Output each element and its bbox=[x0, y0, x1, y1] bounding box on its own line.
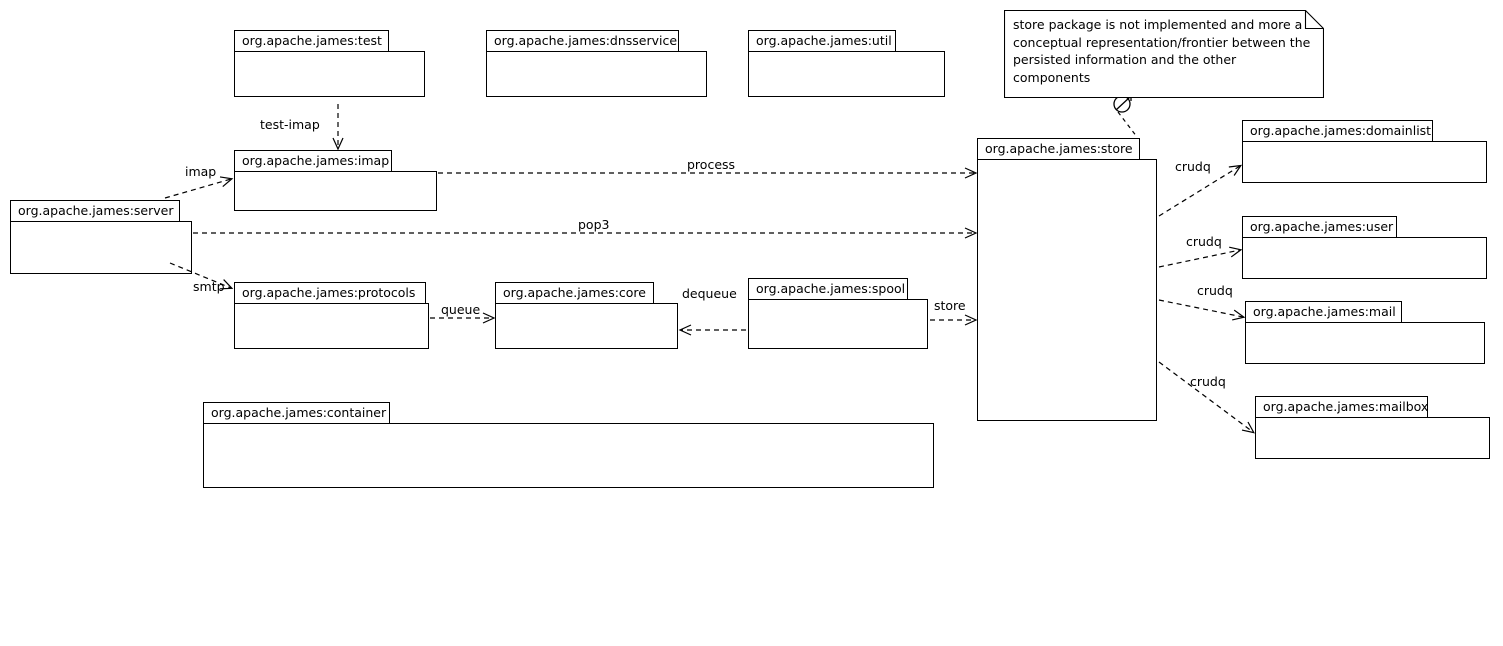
package-tab: org.apache.james:core bbox=[495, 282, 654, 304]
package-spool[interactable]: org.apache.james:spool bbox=[748, 278, 928, 350]
package-body bbox=[203, 423, 934, 488]
package-body bbox=[748, 51, 945, 97]
edge-store-to-mailbox bbox=[1158, 361, 1255, 434]
package-imap[interactable]: org.apache.james:imap bbox=[234, 150, 437, 212]
edge-store-to-user bbox=[1158, 246, 1243, 268]
package-tab: org.apache.james:store bbox=[977, 138, 1140, 160]
package-core[interactable]: org.apache.james:core bbox=[495, 282, 678, 350]
package-body bbox=[1255, 417, 1490, 459]
package-test[interactable]: org.apache.james:test bbox=[234, 30, 425, 98]
edge-label-crudq-user: crudq bbox=[1186, 234, 1222, 249]
package-tab: org.apache.james:imap bbox=[234, 150, 392, 172]
package-util[interactable]: org.apache.james:util bbox=[748, 30, 945, 98]
package-label: org.apache.james:dnsservice bbox=[494, 32, 678, 48]
package-mailbox[interactable]: org.apache.james:mailbox bbox=[1255, 396, 1490, 460]
package-body bbox=[1245, 322, 1485, 364]
package-mail[interactable]: org.apache.james:mail bbox=[1245, 301, 1485, 365]
package-label: org.apache.james:server bbox=[18, 202, 174, 218]
edge-label-dequeue: dequeue bbox=[682, 286, 737, 301]
package-dnsservice[interactable]: org.apache.james:dnsservice bbox=[486, 30, 707, 98]
package-tab: org.apache.james:dnsservice bbox=[486, 30, 679, 52]
package-body bbox=[1242, 141, 1487, 183]
package-body bbox=[10, 221, 192, 274]
package-label: org.apache.james:protocols bbox=[242, 284, 416, 300]
package-tab: org.apache.james:util bbox=[748, 30, 896, 52]
package-body bbox=[748, 299, 928, 349]
edge-label-crudq-mail: crudq bbox=[1197, 283, 1233, 298]
package-label: org.apache.james:spool bbox=[756, 280, 906, 296]
package-body bbox=[234, 51, 425, 97]
edge-note-to-store bbox=[1117, 111, 1138, 138]
package-tab: org.apache.james:protocols bbox=[234, 282, 426, 304]
package-tab: org.apache.james:test bbox=[234, 30, 389, 52]
edge-label-test-imap: test-imap bbox=[260, 117, 320, 132]
package-label: org.apache.james:test bbox=[242, 32, 382, 48]
package-label: org.apache.james:imap bbox=[242, 152, 390, 168]
package-label: org.apache.james:mailbox bbox=[1263, 398, 1429, 414]
package-label: org.apache.james:domainlist bbox=[1250, 122, 1432, 138]
edge-label-pop3: pop3 bbox=[578, 217, 610, 232]
package-server[interactable]: org.apache.james:server bbox=[10, 200, 192, 275]
package-body bbox=[495, 303, 678, 349]
package-label: org.apache.james:util bbox=[756, 32, 892, 48]
package-protocols[interactable]: org.apache.james:protocols bbox=[234, 282, 429, 350]
package-label: org.apache.james:container bbox=[211, 404, 387, 420]
package-tab: org.apache.james:mailbox bbox=[1255, 396, 1428, 418]
edge-store-to-mail bbox=[1158, 299, 1246, 321]
package-label: org.apache.james:core bbox=[503, 284, 646, 300]
package-label: org.apache.james:mail bbox=[1253, 303, 1396, 319]
note-shape-icon bbox=[1004, 10, 1324, 98]
package-body bbox=[977, 159, 1157, 421]
package-body bbox=[234, 171, 437, 211]
store-note[interactable]: store package is not implemented and mor… bbox=[1004, 10, 1324, 98]
package-tab: org.apache.james:server bbox=[10, 200, 180, 222]
note-anchor-icon bbox=[1113, 95, 1132, 113]
package-user[interactable]: org.apache.james:user bbox=[1242, 216, 1487, 280]
package-body bbox=[234, 303, 429, 349]
package-store[interactable]: org.apache.james:store bbox=[977, 138, 1157, 422]
package-body bbox=[1242, 237, 1487, 279]
package-tab: org.apache.james:user bbox=[1242, 216, 1397, 238]
edge-server-to-imap bbox=[164, 176, 234, 199]
package-label: org.apache.james:store bbox=[985, 140, 1133, 156]
package-tab: org.apache.james:container bbox=[203, 402, 390, 424]
note-text: store package is not implemented and mor… bbox=[1013, 17, 1311, 85]
edge-label-smtp: smtp bbox=[193, 279, 225, 294]
edge-label-store: store bbox=[934, 298, 966, 313]
package-tab: org.apache.james:mail bbox=[1245, 301, 1402, 323]
package-domainlist[interactable]: org.apache.james:domainlist bbox=[1242, 120, 1487, 184]
edge-label-crudq-mailbox: crudq bbox=[1190, 374, 1226, 389]
package-label: org.apache.james:user bbox=[1250, 218, 1394, 234]
package-tab: org.apache.james:spool bbox=[748, 278, 908, 300]
edge-label-queue: queue bbox=[441, 302, 481, 317]
edge-label-crudq-domainlist: crudq bbox=[1175, 159, 1211, 174]
package-container[interactable]: org.apache.james:container bbox=[203, 402, 934, 489]
package-tab: org.apache.james:domainlist bbox=[1242, 120, 1433, 142]
edge-label-process: process bbox=[687, 157, 736, 172]
edge-label-imap: imap bbox=[185, 164, 217, 179]
package-body bbox=[486, 51, 707, 97]
